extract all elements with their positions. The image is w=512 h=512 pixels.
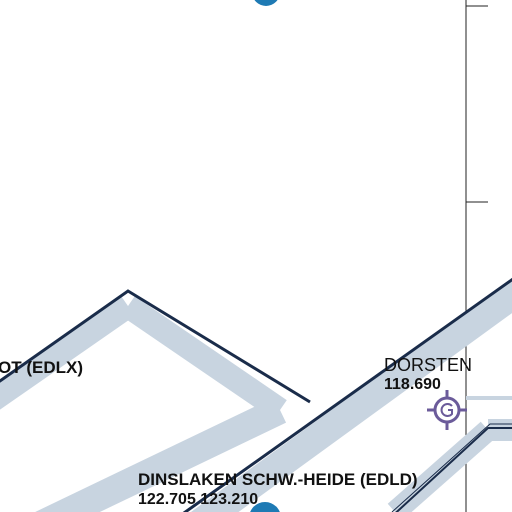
airfield-label-edlx: OT (EDLX) (0, 358, 83, 377)
airfield-marker-bottom[interactable] (249, 502, 281, 512)
airfield-label-edld: DINSLAKEN SCHW.-HEIDE (EDLD) (138, 470, 418, 489)
glider-site-icon[interactable] (427, 390, 467, 430)
airspace-boundaries (0, 277, 512, 512)
place-label-dorsten: DORSTEN (384, 355, 473, 375)
frequency-label-edld: 122.705 123.210 (138, 491, 259, 508)
frequency-label-dorsten: 118.690 (384, 376, 441, 393)
airfield-marker-top[interactable] (252, 0, 280, 6)
